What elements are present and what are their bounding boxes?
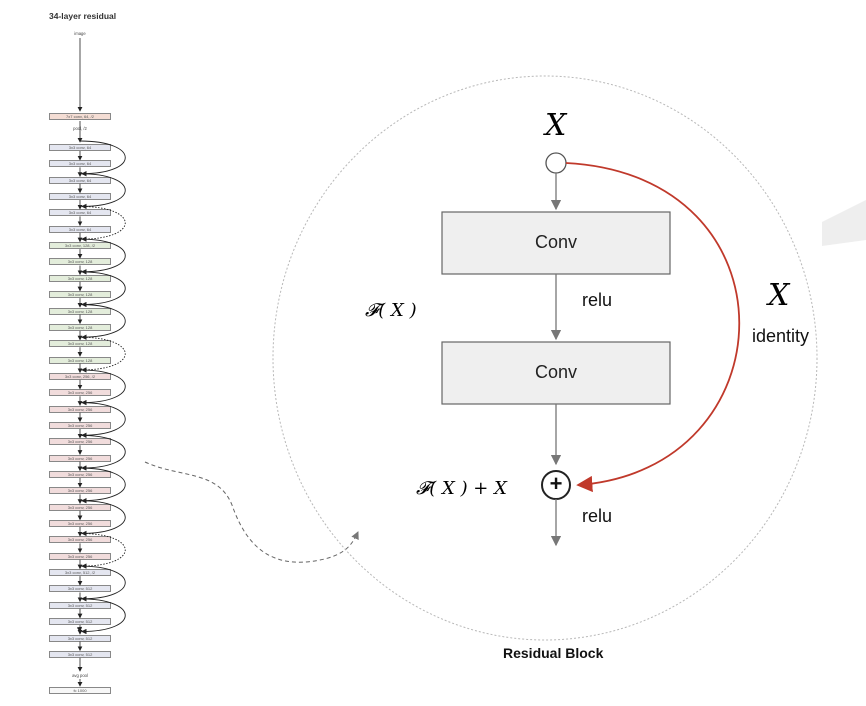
skip-connection [79,369,126,406]
fx-label: 𝓕( X ) [365,300,417,321]
shortcut-symbol: X [768,278,790,313]
skip-connection [79,500,126,537]
conv2-box [441,341,671,405]
layer-box: 3x3 conv, 64 [49,225,111,233]
identity-shortcut-arrow [565,162,741,493]
input-label: image [74,31,86,36]
layer-box: 3x3 conv, 128 [49,356,111,364]
layer-box: 3x3 conv, 256 [49,503,111,511]
layer-box: 3x3 conv, 256 [49,520,111,528]
layer-box: 3x3 conv, 128, /2 [49,242,111,250]
skip-connection [79,238,126,275]
layer-box: 3x3 conv, 512 [49,585,111,593]
layer-box: 3x3 conv, 512 [49,601,111,609]
layer-box: 3x3 conv, 256 [49,487,111,495]
layer-box: 3x3 conv, 128 [49,258,111,266]
conv1-box [441,211,671,275]
skip-connection [79,205,126,242]
layer-box: 3x3 conv, 512 [49,618,111,626]
skip-connection [79,402,126,438]
layer-box: 3x3 conv, 256, /2 [49,372,111,380]
skip-connection [79,434,126,471]
skip-connection [79,173,126,210]
avg-pool-label: avg pool [72,673,88,678]
decor-wedge [822,200,866,246]
layer-box: 3x3 conv, 256 [49,421,111,429]
plus-symbol: + [549,471,563,496]
zoom-connector [144,461,359,563]
input-symbol: X [545,108,567,143]
layer-box: 3x3 conv, 256 [49,405,111,413]
fc-layer: fc 1000 [49,687,111,694]
network-title: 34-layer residual [49,11,117,21]
identity-label: identity [752,326,810,346]
skip-connection [79,140,126,177]
layer-box: 3x3 conv, 128 [49,274,111,282]
skip-connection [79,336,126,373]
conv2-label: Conv [534,362,578,382]
skip-connection [79,598,126,635]
skip-connection [79,271,126,308]
input-node [545,152,567,174]
layer-box: 3x3 conv, 128 [49,323,111,331]
layer-box: 3x3 conv, 512 [49,634,111,642]
conv1-label: Conv [534,232,578,252]
layer-box: 3x3 conv, 64 [49,209,111,217]
layer-box: 3x3 conv, 128 [49,307,111,315]
block-caption: Residual Block [503,645,604,661]
layer-box: 3x3 conv, 128 [49,291,111,299]
skip-connection [79,304,126,340]
layer-box: 3x3 conv, 64 [49,193,111,201]
relu-output-label: relu [582,506,613,526]
layer-box: 3x3 conv, 64 [49,176,111,184]
layer-box: 3x3 conv, 512 [49,650,111,658]
layer-box: 3x3 conv, 64 [49,144,111,151]
relu-label: relu [582,290,613,310]
skip-connection [79,565,126,602]
layer-box: 3x3 conv, 256 [49,389,111,397]
layer-box: 3x3 conv, 64 [49,160,111,168]
layer-box: 3x3 conv, 256 [49,536,111,544]
skip-connection [79,532,126,569]
layer-box: 3x3 conv, 128 [49,340,111,348]
layer-box: 3x3 conv, 512, /2 [49,569,111,577]
skip-connection [79,467,126,504]
layer-box: 3x3 conv, 256 [49,552,111,560]
sum-label: 𝓕( X ) + X [416,478,507,499]
zoom-circle [272,75,818,641]
layer-box: 3x3 conv, 256 [49,471,111,478]
layer-box: 7x7 conv, 64, /2 [49,113,111,120]
layer-box: 3x3 conv, 256 [49,454,111,462]
layer-box: 3x3 conv, 256 [49,438,111,446]
